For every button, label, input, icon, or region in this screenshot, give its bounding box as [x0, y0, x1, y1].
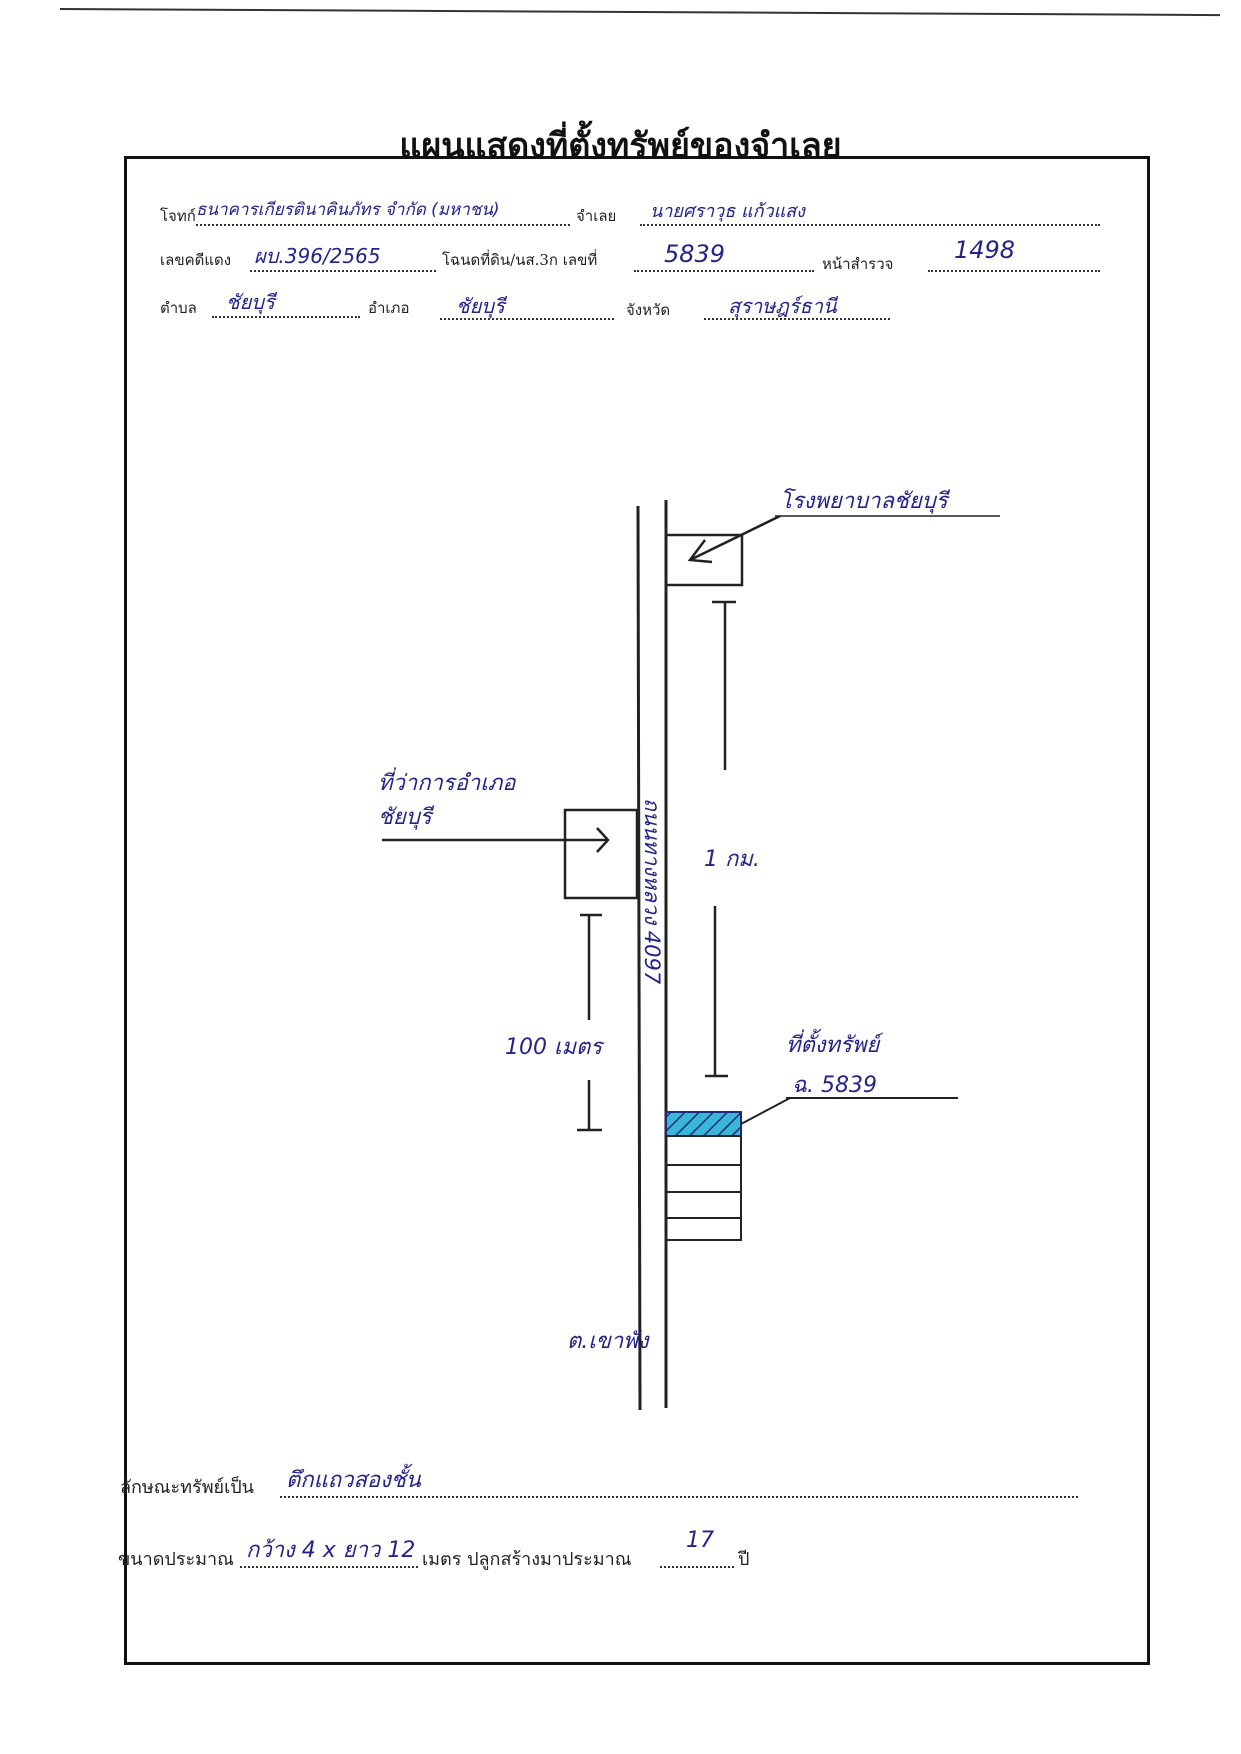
- defendant-label: จำเลย: [576, 207, 617, 225]
- meter-label: เมตร ปลูกสร้างมาประมาณ: [422, 1549, 632, 1570]
- province-label: จังหวัด: [626, 301, 671, 319]
- district-office-arrowhead: [596, 827, 610, 853]
- property-label-2: ฉ. 5839: [792, 1073, 877, 1098]
- property-label-1: ที่ตั้งทรัพย์: [786, 1028, 884, 1058]
- case-label: เลขคดีแดง: [160, 251, 232, 269]
- plaintiff-value: ธนาคารเกียรตินาคินภัทร จำกัด (มหาชน): [196, 200, 500, 220]
- size-label: ขนาดประมาณ: [118, 1549, 234, 1570]
- survey-label: หน้าสำรวจ: [822, 255, 894, 273]
- page-title: แผนแสดงที่ตั้งทรัพย์ของจำเลย: [399, 126, 842, 166]
- distance-100m-label: 100 เมตร: [505, 1035, 605, 1060]
- years-value: 17: [686, 1528, 714, 1553]
- province-value: สุราษฎร์ธานี: [728, 294, 837, 318]
- defendant-value: นายศราวุธ แก้วแสง: [650, 201, 805, 222]
- district-label: อำเภอ: [368, 299, 410, 317]
- case-dots: [250, 270, 436, 272]
- year-label: ปี: [738, 1549, 750, 1570]
- plaintiff-dots: [196, 224, 570, 226]
- document-frame: [124, 156, 1150, 1665]
- property-type-value: ตึกแถวสองชั้น: [286, 1468, 421, 1493]
- district-office-label-2: ชัยบุรี: [378, 805, 435, 830]
- district-office-label-1: ที่ว่าการอำเภอ: [378, 767, 516, 796]
- road-label: ถนนทางหลวง 4097: [640, 798, 664, 985]
- property-pointer: [740, 1097, 791, 1125]
- case-value: ผบ.396/2565: [254, 244, 381, 268]
- neighbor-shophouses: [665, 1135, 742, 1241]
- province-dots: [704, 318, 890, 320]
- distance-1km-label: 1 กม.: [704, 847, 760, 872]
- defendant-dots: [640, 224, 1100, 226]
- deed-label: โฉนดที่ดิน/นส.3ก เลขที่: [442, 251, 598, 269]
- survey-value: 1498: [954, 236, 1016, 264]
- bottom-area-label: ต.เขาพัง: [567, 1329, 651, 1354]
- subdistrict-label: ตำบล: [160, 299, 197, 317]
- years-dots: [660, 1566, 734, 1568]
- survey-dots: [928, 270, 1100, 272]
- deed-value: 5839: [664, 240, 726, 268]
- hospital-arrow: [689, 514, 781, 562]
- district-value: ชัยบุรี: [456, 294, 505, 318]
- property-type-dots: [280, 1496, 1078, 1498]
- size-dots: [240, 1566, 418, 1568]
- district-office-building: [563, 808, 639, 900]
- road-left-edge: [636, 505, 642, 1411]
- size-value: กว้าง 4 x ยาว 12: [246, 1538, 416, 1563]
- property-type-label: ลักษณะทรัพย์เป็น: [120, 1477, 254, 1498]
- hospital-arrowhead: [687, 539, 713, 564]
- subject-property-lot: [665, 1111, 742, 1137]
- subdistrict-value: ชัยบุรี: [226, 290, 275, 314]
- subdistrict-dots: [212, 316, 360, 318]
- hospital-building: [664, 533, 744, 587]
- plaintiff-label: โจทก์: [160, 207, 196, 225]
- deed-dots: [634, 270, 814, 272]
- district-dots: [440, 318, 614, 320]
- hospital-label: โรงพยาบาลชัยบุรี: [780, 488, 951, 514]
